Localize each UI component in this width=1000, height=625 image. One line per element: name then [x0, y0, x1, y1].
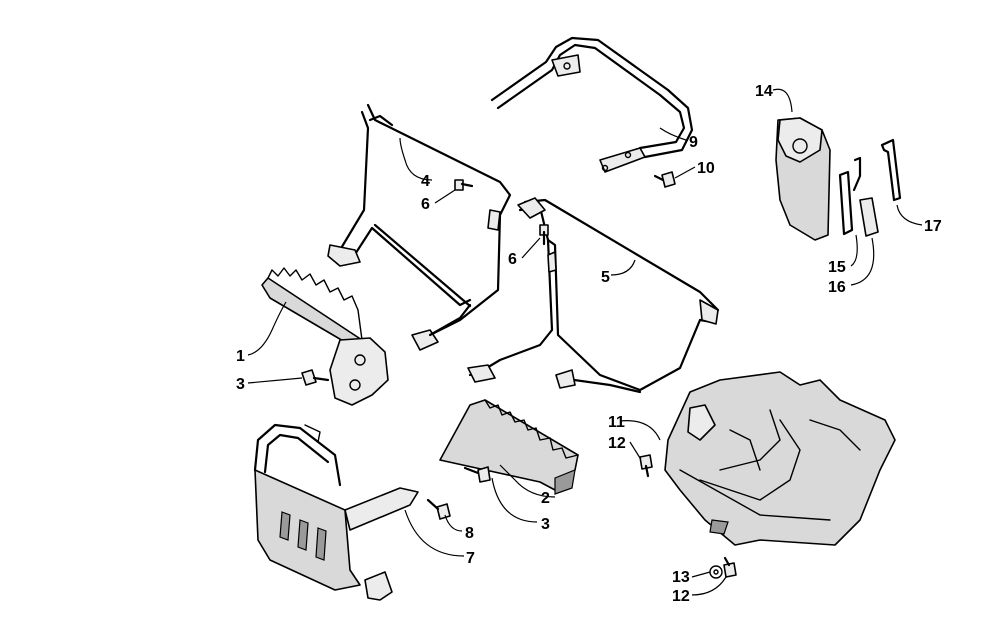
bolt-10-part: [653, 171, 676, 188]
hex-key-part: [880, 138, 902, 202]
right-side-frame-part: [467, 197, 720, 394]
callout-12b: 12: [672, 588, 690, 605]
left-side-frame-part: [327, 103, 512, 351]
front-guard-part: [253, 423, 419, 601]
callout-3b: 3: [541, 516, 550, 533]
callout-15: 15: [828, 259, 846, 276]
tool-pouch-part: [775, 117, 831, 241]
bolt-12b-part: [723, 556, 737, 578]
callout-6b: 6: [508, 251, 517, 268]
tool-set-part: [838, 156, 879, 237]
bolt-6b-part: [539, 224, 549, 246]
callout-1: 1: [236, 348, 245, 365]
callout-17: 17: [924, 218, 942, 235]
callout-10: 10: [697, 160, 715, 177]
right-footrest-part: [439, 399, 579, 495]
bolt-3a-part: [301, 369, 330, 386]
leader-lines: [247, 88, 923, 596]
callout-7: 7: [466, 550, 475, 567]
callout-16: 16: [828, 279, 846, 296]
callout-12a: 12: [608, 435, 626, 452]
bolt-8-part: [426, 498, 451, 520]
callout-13: 13: [672, 569, 690, 586]
callout-14: 14: [755, 83, 773, 100]
callout-4: 4: [421, 173, 430, 190]
callout-labels: 1 2 3 3 4 5 6 6 7 8 9 10 11 12 12 13 14 …: [236, 83, 942, 605]
washer-13-part: [709, 565, 723, 579]
callout-5: 5: [601, 269, 610, 286]
callout-11: 11: [608, 414, 625, 431]
bolt-3b-part: [463, 466, 491, 483]
skid-plate-part: [664, 371, 896, 546]
callout-2: 2: [541, 490, 550, 507]
callout-6a: 6: [421, 196, 430, 213]
bolt-12a-part: [639, 454, 653, 478]
callout-3a: 3: [236, 376, 245, 393]
bolt-6a-part: [454, 179, 474, 191]
rear-rack-bar-part: [490, 36, 694, 173]
callout-8: 8: [465, 525, 474, 542]
callout-9: 9: [689, 134, 698, 151]
left-footrest-part: [261, 267, 389, 406]
